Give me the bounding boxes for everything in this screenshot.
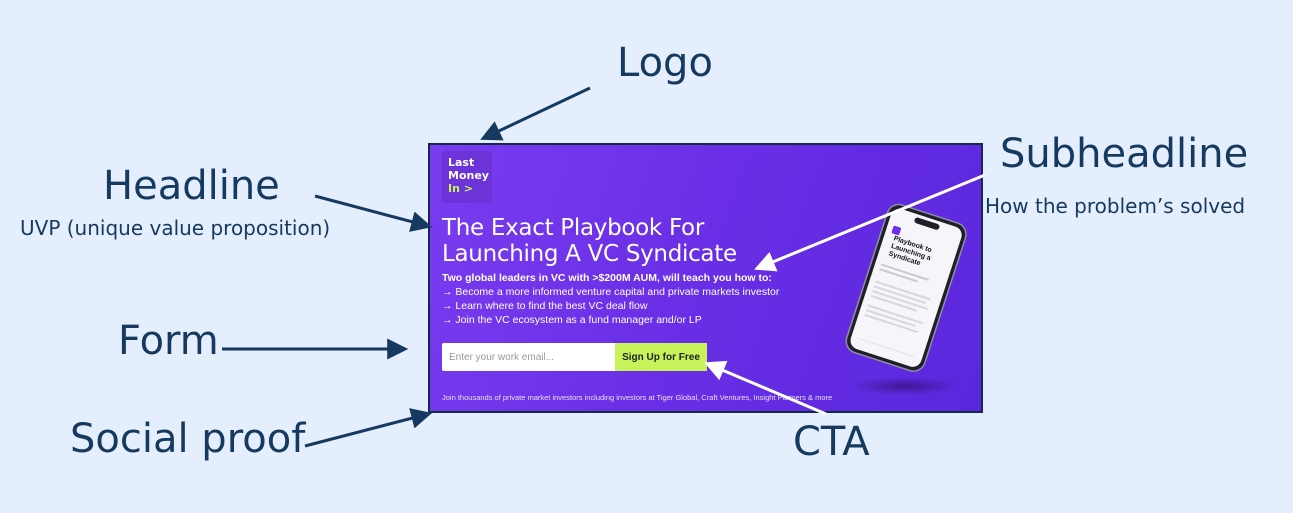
headline-line-1: The Exact Playbook For	[442, 215, 704, 241]
landing-page-preview: Last Money In > The Exact Playbook For L…	[428, 143, 983, 413]
subheadline-arrow	[754, 173, 986, 272]
benefit-item: → Join the VC ecosystem as a fund manage…	[442, 314, 702, 326]
benefit-item: → Learn where to find the best VC deal f…	[442, 300, 648, 312]
annotation-subheadline-note: How the problem’s solved	[985, 194, 1246, 218]
signup-form: Sign Up for Free	[442, 343, 707, 371]
annotation-subheadline: Subheadline	[1000, 131, 1249, 177]
annotation-headline: Headline	[103, 163, 280, 209]
phone-mockup: Playbook to Launching a Syndicate	[845, 203, 967, 372]
logo-arrow	[480, 86, 591, 141]
annotation-logo: Logo	[617, 40, 713, 86]
annotation-cta: CTA	[793, 419, 870, 465]
annotation-form: Form	[118, 318, 219, 364]
annotation-headline-note: UVP (unique value proposition)	[20, 216, 331, 240]
subheadline: Two global leaders in VC with >$200M AUM…	[442, 271, 779, 327]
logo-line-1: Last	[448, 156, 475, 169]
page-headline: The Exact Playbook For Launching A VC Sy…	[442, 215, 802, 267]
annotation-social-proof: Social proof	[70, 416, 306, 462]
email-input[interactable]	[442, 343, 620, 371]
phone-title: Playbook to Launching a Syndicate	[888, 235, 936, 270]
subheadline-intro: Two global leaders in VC with >$200M AUM…	[442, 272, 772, 284]
social-proof-arrow	[304, 408, 433, 448]
sign-up-button[interactable]: Sign Up for Free	[615, 343, 707, 371]
phone-shadow	[850, 377, 960, 395]
cta-arrow	[704, 360, 827, 416]
brand-logo[interactable]: Last Money In >	[442, 151, 492, 203]
logo-line-3: In >	[448, 182, 473, 195]
social-proof-text: Join thousands of private market investo…	[442, 393, 833, 402]
logo-line-2: Money	[448, 169, 489, 182]
headline-line-2: Launching A VC Syndicate	[442, 241, 737, 267]
headline-arrow	[314, 194, 433, 232]
benefit-item: → Become a more informed venture capital…	[442, 286, 780, 298]
